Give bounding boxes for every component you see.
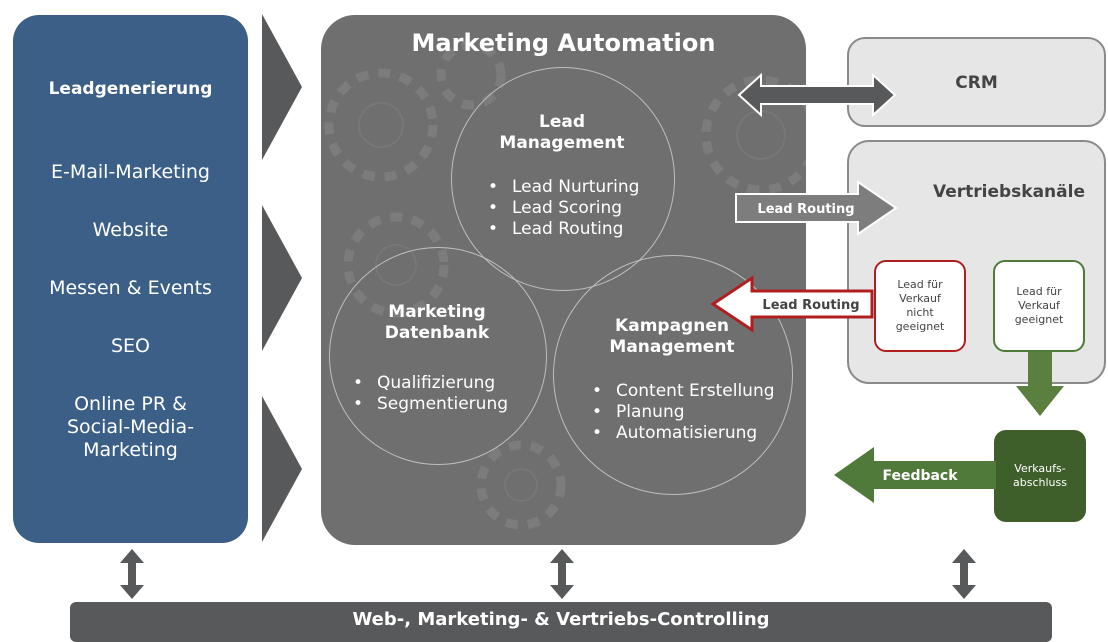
lead-routing-back-label: Lead Routing [762, 298, 859, 313]
vertical-double-arrow-icon [550, 549, 574, 599]
list-item: Planung [586, 402, 775, 423]
left-item-marketing: Marketing [83, 439, 178, 461]
list-item: Automatisierung [586, 423, 775, 444]
arrow-down-icon [1016, 352, 1064, 416]
chevron-right-icon [262, 205, 302, 351]
chevron-right-icon [262, 396, 302, 542]
lead-management-list: Lead Nurturing Lead Scoring Lead Routing [482, 177, 639, 240]
lead-generation-panel: Leadgenerierung E-Mail-Marketing Website… [13, 15, 248, 543]
list-item: Segmentierung [347, 394, 508, 415]
lead-routing-out-label: Lead Routing [757, 202, 854, 217]
left-item-social-media: Social-Media- [66, 416, 195, 438]
list-item: Lead Routing [482, 219, 639, 240]
double-arrow-icon [737, 72, 897, 118]
feedback-label: Feedback [882, 468, 958, 484]
lead-suitable-box: Lead für Verkauf geeignet [993, 260, 1085, 352]
lead-not-suitable-box: Lead für Verkauf nicht geeignet [874, 260, 966, 352]
left-item-messen-events: Messen & Events [49, 277, 212, 299]
left-item-email-marketing: E-Mail-Marketing [50, 161, 210, 183]
list-item: Lead Nurturing [482, 177, 639, 198]
kampagnen-management-list: Content Erstellung Planung Automatisieru… [586, 381, 775, 444]
controlling-label: Web-, Marketing- & Vertriebs-Controlling [352, 609, 770, 630]
list-item: Qualifizierung [347, 373, 508, 394]
marketing-automation-box: Marketing Automation Lead Management Lea… [321, 15, 806, 545]
left-item-seo: SEO [110, 335, 151, 357]
vertriebskanaele-label: Vertriebskanäle [932, 182, 1085, 202]
kampagnen-management-title: Kampagnen Management [609, 316, 735, 357]
marketing-datenbank-circle [329, 247, 547, 465]
marketing-datenbank-list: Qualifizierung Segmentierung [347, 373, 508, 415]
left-item-online-pr: Online PR & [74, 393, 187, 415]
vertical-double-arrow-icon [120, 549, 144, 599]
controlling-bar: Web-, Marketing- & Vertriebs-Controlling [70, 602, 1052, 642]
list-item: Lead Scoring [482, 198, 639, 219]
marketing-automation-title: Marketing Automation [411, 29, 716, 57]
lead-management-circle [451, 67, 675, 291]
lead-routing-arrow-out: Lead Routing [735, 180, 898, 236]
list-item: Content Erstellung [586, 381, 775, 402]
left-item-website: Website [92, 219, 169, 241]
marketing-datenbank-title: Marketing Datenbank [384, 302, 490, 343]
chevron-right-icon [262, 14, 302, 160]
lead-management-title: Lead Management [499, 112, 625, 153]
crm-label: CRM [955, 73, 998, 93]
verkaufsabschluss-box: Verkaufs- abschluss [994, 430, 1086, 522]
kampagnen-management-circle [553, 255, 793, 495]
left-panel-title: Leadgenerierung [48, 79, 213, 99]
feedback-arrow: Feedback [834, 447, 996, 503]
crm-box: CRM [847, 37, 1106, 127]
lead-routing-arrow-back: Lead Routing [710, 275, 874, 333]
vertical-double-arrow-icon [952, 549, 976, 599]
